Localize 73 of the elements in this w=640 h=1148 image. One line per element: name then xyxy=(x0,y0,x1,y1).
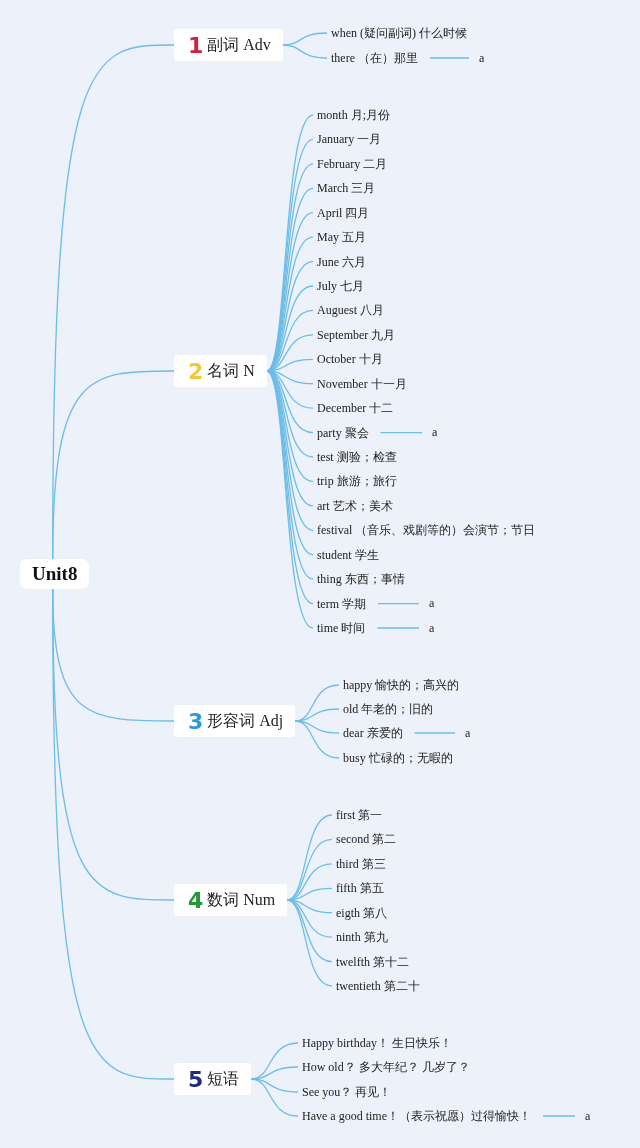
word-entry: thing 东西；事情 xyxy=(317,568,405,590)
word-entry: Auguest 八月 xyxy=(317,299,384,321)
connector-line xyxy=(282,32,328,46)
topic-title: 名词 N xyxy=(207,360,255,381)
word-entry: December 十二 xyxy=(317,397,394,419)
word-entry: month 月;月份 xyxy=(317,104,390,126)
connector-line xyxy=(429,57,470,59)
word-entry: April 四月 xyxy=(317,202,370,224)
topic-box xyxy=(174,705,296,737)
word-entry: January 一月 xyxy=(317,128,382,150)
word-entry: fifth 第五 xyxy=(336,877,384,899)
connector-line xyxy=(380,431,423,434)
note-letter: a xyxy=(429,593,435,613)
topic-number: 2 xyxy=(188,358,204,384)
word-entry: twelfth 第十二 xyxy=(336,951,409,973)
word-entry: November 十一月 xyxy=(317,373,407,395)
word-entry: June 六月 xyxy=(317,251,366,273)
connector-line xyxy=(282,44,328,59)
topic-title: 形容词 Adj xyxy=(207,710,284,732)
word-entry: festival （音乐、戏剧等的）会演节；节日 xyxy=(317,519,536,541)
topic-title: 短语 xyxy=(207,1068,240,1089)
word-entry: May 五月 xyxy=(317,226,366,248)
note-letter: a xyxy=(465,723,471,743)
connector-line xyxy=(377,602,420,605)
word-entry: term 学期 xyxy=(317,593,366,615)
topic-box xyxy=(174,355,267,387)
word-entry: See you？ 再见！ xyxy=(302,1081,392,1103)
word-entry: student 学生 xyxy=(317,544,379,566)
word-entry: dear 亲爱的 xyxy=(343,722,403,744)
word-entry: trip 旅游；旅行 xyxy=(317,470,397,492)
word-entry: art 艺术；美术 xyxy=(317,495,393,517)
word-entry: July 七月 xyxy=(317,275,364,297)
note-letter: a xyxy=(429,618,435,638)
word-entry: third 第三 xyxy=(336,853,386,875)
word-entry: October 十月 xyxy=(317,348,383,370)
topic-number: 5 xyxy=(188,1066,204,1092)
topic-title: 数词 Num xyxy=(207,889,276,910)
word-entry: twentieth 第二十 xyxy=(336,975,420,997)
connector-line xyxy=(542,1115,576,1117)
word-entry: busy 忙碌的；无暇的 xyxy=(343,747,453,769)
connector-line xyxy=(414,732,456,734)
word-entry: Happy birthday！ 生日快乐！ xyxy=(302,1032,452,1054)
topic-number: 1 xyxy=(188,32,204,58)
word-entry: time 时间 xyxy=(317,617,366,639)
topic-box xyxy=(174,884,288,916)
central-topic-box: Unit8 xyxy=(20,559,90,589)
word-entry: September 九月 xyxy=(317,324,396,346)
connector-line xyxy=(376,627,420,629)
word-entry: March 三月 xyxy=(317,177,376,199)
word-entry: second 第二 xyxy=(336,828,397,850)
topic-box xyxy=(174,1063,252,1095)
word-entry: How old？ 多大年纪？ 几岁了？ xyxy=(302,1056,470,1078)
word-entry: old 年老的；旧的 xyxy=(343,698,434,720)
word-entry: test 测验；检查 xyxy=(317,446,397,468)
topic-box xyxy=(174,29,283,61)
word-entry: happy 愉快的；高兴的 xyxy=(343,674,460,696)
topic-title: 副词 Adv xyxy=(207,34,271,55)
word-entry: when (疑问副词) 什么时候 xyxy=(331,22,467,44)
topic-number: 3 xyxy=(188,708,204,734)
note-letter: a xyxy=(432,422,438,442)
word-entry: first 第一 xyxy=(336,804,383,826)
connector-line xyxy=(286,899,333,987)
note-letter: a xyxy=(479,48,485,68)
connector-line xyxy=(52,370,175,560)
note-letter: a xyxy=(585,1106,591,1126)
connector-line xyxy=(52,588,175,1080)
word-entry: there （在）那里 xyxy=(331,47,418,69)
word-entry: February 二月 xyxy=(317,153,388,175)
topic-number: 4 xyxy=(188,887,204,913)
word-entry: Have a good time！（表示祝愿）过得愉快！ xyxy=(302,1105,531,1127)
word-entry: ninth 第九 xyxy=(336,926,388,948)
word-entry: eigth 第八 xyxy=(336,902,387,924)
word-entry: party 聚会 xyxy=(317,422,369,444)
